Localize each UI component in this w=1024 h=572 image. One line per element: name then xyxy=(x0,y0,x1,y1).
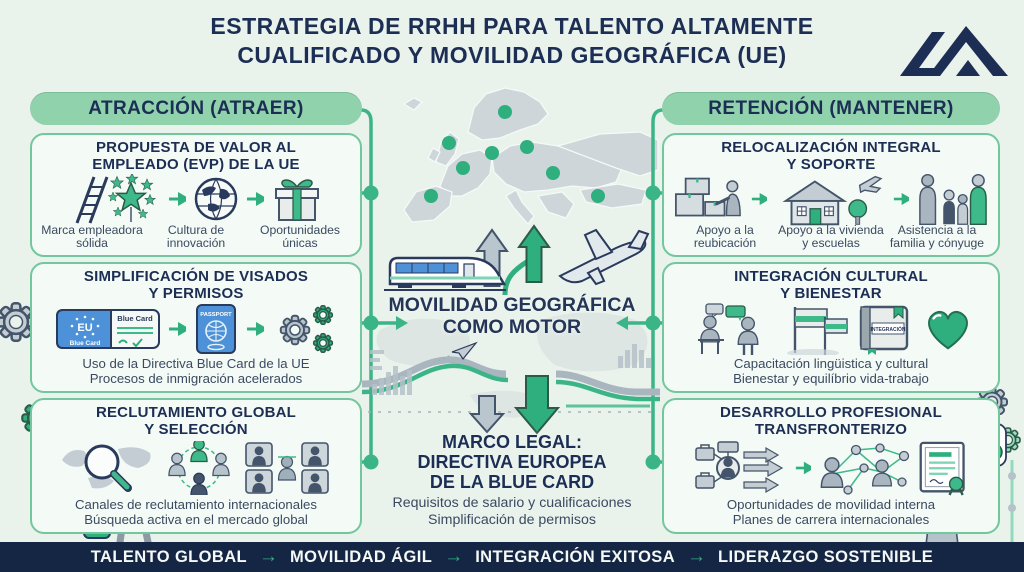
up-arrows-icon xyxy=(476,225,550,296)
footer-arrow-icon: → xyxy=(259,545,279,567)
map-country-dots xyxy=(424,105,605,203)
arrow-right-icon xyxy=(894,192,910,205)
paper-plane-doodle xyxy=(429,341,478,367)
evp-caption-3: Oportunidades únicas xyxy=(260,222,340,251)
arrow-right-icon xyxy=(169,191,186,206)
integration-book-icon: INTEGRACIÓN xyxy=(859,306,908,356)
passport-icon: PASSPORT xyxy=(196,304,236,355)
page-title-line2: CUALIFICADO Y MOVILIDAD GEOGRÁFICA (UE) xyxy=(237,42,787,69)
attraction-header: ATRACCIÓN (ATRAER) xyxy=(30,92,362,125)
svg-text:INTEGRACIÓN: INTEGRACIÓN xyxy=(870,325,905,333)
legal-title-line3: DE LA BLUE CARD xyxy=(429,471,595,492)
gift-icon xyxy=(275,179,319,221)
recruiting-line-2: Búsqueda activa en el mercado global xyxy=(84,512,308,528)
arrow-right-icon xyxy=(247,191,264,206)
relocation-caption-1: Apoyo a la reubicación xyxy=(693,222,757,251)
globe-icon xyxy=(194,177,238,220)
motor-title-line1: MOVILIDAD GEOGRÁFICA xyxy=(388,294,636,316)
legal-title-line1: MARCO LEGAL: xyxy=(442,432,582,452)
heart-icon xyxy=(927,311,968,350)
footer-item-talento: TALENTO GLOBAL xyxy=(90,547,248,566)
train-icon xyxy=(384,256,507,291)
europe-map xyxy=(402,87,659,226)
house-tree-plane-icon xyxy=(782,175,883,225)
arrow-right-icon xyxy=(795,461,811,474)
svg-text:EU: EU xyxy=(77,322,92,334)
bar-chart-doodles xyxy=(370,344,651,395)
recruiting-line-1: Canales de reclutamiento internacionales xyxy=(75,496,317,512)
career-paths-icon xyxy=(694,440,783,493)
visas-line-1: Uso de la Directiva Blue Card de la UE xyxy=(82,355,310,371)
flags-icon xyxy=(786,307,848,356)
integration-line-2: Bienestar y equilíbrio vida-trabajo xyxy=(733,371,929,387)
connector-right-nodes xyxy=(616,185,661,470)
page-title: ESTRATEGIA DE RRHH PARA TALENTO ALTAMENT… xyxy=(0,12,1024,71)
relocation-caption-3: Asistencia a la familia y cónyuge xyxy=(889,222,985,251)
ladder-stars-icon xyxy=(75,173,156,224)
talent-network-circle-icon xyxy=(168,440,230,495)
certificate-icon xyxy=(919,441,965,496)
legal-title-line2: DIRECTIVA EUROPEA xyxy=(417,451,607,472)
gears-icon xyxy=(279,305,334,354)
people-network-icon xyxy=(820,443,909,495)
attraction-column: ATRACCIÓN (ATRAER) PROPUESTA DE VALOR AL… xyxy=(30,92,362,534)
integration-line-1: Capacitación lingüistica y cultural xyxy=(733,355,929,371)
airplane-icon xyxy=(558,228,650,286)
motor-title: MOVILIDAD GEOGRÁFICA COMO MOTOR xyxy=(362,294,662,338)
legal-sub-line1: Requisitos de salario y cualificaciones xyxy=(392,495,632,512)
arrow-right-icon xyxy=(751,192,767,205)
connector-left-nodes xyxy=(363,185,408,470)
footer-item-liderazgo: LIDERAZGO SOSTENIBLE xyxy=(718,547,934,566)
brand-logo-icon xyxy=(900,26,1008,76)
footer-arrow-icon: → xyxy=(687,545,707,567)
footer-ribbon: TALENTO GLOBAL → MOVILIDAD ÁGIL → INTEGR… xyxy=(0,542,1024,572)
conversation-icon xyxy=(697,303,758,356)
evp-caption-2: Cultura de innovación xyxy=(166,222,226,251)
evp-caption-1: Marca empleadora sólida xyxy=(41,222,143,251)
svg-text:Blue Card: Blue Card xyxy=(70,340,101,347)
magnifier-map-icon xyxy=(62,444,151,492)
video-call-grid-icon xyxy=(245,441,329,494)
legal-sub-line2: Simplificación de permisos xyxy=(428,512,596,529)
svg-text:PASSPORT: PASSPORT xyxy=(200,312,232,318)
footer-item-integracion: INTEGRACIÓN EXITOSA xyxy=(475,547,676,566)
retention-column: RETENCIÓN (MANTENER) RELOCALIZACIÓN INTE… xyxy=(662,92,1000,534)
visas-line-2: Procesos de inmigración acelerados xyxy=(89,371,303,387)
arrow-right-icon xyxy=(169,322,186,337)
retention-header: RETENCIÓN (MANTENER) xyxy=(662,92,1000,125)
page-title-line1: ESTRATEGIA DE RRHH PARA TALENTO ALTAMENT… xyxy=(210,13,814,39)
moving-boxes-icon xyxy=(675,177,741,217)
development-line-1: Oportunidades de movilidad interna xyxy=(726,496,936,512)
blue-card-icon: EU Blue Card Blue Card xyxy=(56,309,160,350)
family-icon xyxy=(919,173,987,225)
development-line-2: Planes de carrera internacionales xyxy=(732,512,930,528)
footer-arrow-icon: → xyxy=(444,545,464,567)
legal-block: MARCO LEGAL: DIRECTIVA EUROPEA DE LA BLU… xyxy=(352,432,672,529)
motor-title-line2: COMO MOTOR xyxy=(442,316,582,339)
down-arrows-icon xyxy=(468,375,561,435)
relocation-caption-2: Apoyo a la vivienda y escuelas xyxy=(778,222,884,251)
footer-item-movilidad: MOVILIDAD ÁGIL xyxy=(290,547,433,566)
arrow-right-icon xyxy=(247,322,264,337)
svg-text:Blue Card: Blue Card xyxy=(117,314,153,323)
